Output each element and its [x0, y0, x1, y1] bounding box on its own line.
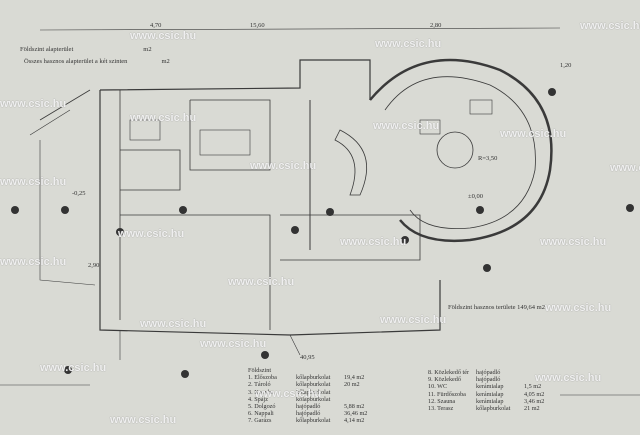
dimension-label: 15,60	[250, 22, 265, 29]
room-name: 3. Konyha	[248, 388, 274, 396]
room-legend-continued: 8. Közlekedő tér hajópadló 9. Közlekedő ha…	[428, 369, 560, 412]
room-floor: kőlapburkolat	[476, 405, 511, 413]
room-area: 3,46 m2	[524, 397, 545, 405]
watermark: www.csic.hu	[340, 236, 407, 248]
watermark: www.csic.hu	[130, 30, 197, 42]
room-area: 4,05 m2	[524, 390, 545, 398]
watermark: www.csic.hu	[0, 256, 67, 268]
walls	[0, 27, 640, 396]
legend-row: 4. Spájz kőlapburkolat	[248, 396, 380, 403]
room-legend-ground-floor: Földszint 1. Előszoba kőlapburkolat 19,4 m…	[248, 367, 380, 425]
watermark: www.csic.hu	[40, 362, 107, 374]
room-name: 4. Spájz	[248, 395, 268, 403]
legend-row: 8. Közlekedő tér hajópadló	[428, 369, 560, 376]
room-floor: hajópadló	[476, 369, 501, 376]
watermark: www.csic.hu	[200, 338, 267, 350]
legend-row: 12. Szauna kerámialap 3,46 m2	[428, 398, 560, 405]
level-markers	[11, 88, 634, 378]
room-area: 21 m2	[524, 405, 540, 413]
legend-row: 11. Fürdőszoba kerámialap 4,05 m2	[428, 391, 560, 398]
dimension-label: 2,80	[430, 22, 442, 29]
legend-row: 13. Terasz kőlapburkolat 21 m2	[428, 405, 560, 412]
watermark: www.csic.hu	[0, 176, 67, 188]
room-name: 2. Tároló	[248, 381, 271, 389]
legend-row: 5. Dolgozó hajópadló 5,88 m2	[248, 403, 380, 410]
room-name: 13. Terasz	[428, 405, 454, 413]
room-floor: kőlapburkolat	[296, 395, 331, 403]
legend-row: 10. WC kerámialap 1,5 m2	[428, 383, 560, 390]
total-area-label: Összes hasznos alapterület a két szinten	[24, 58, 128, 65]
room-name: 1. Előszoba	[248, 374, 277, 382]
room-floor: hajópadló	[476, 376, 501, 384]
room-floor: kerámialap	[476, 397, 504, 405]
watermark: www.csic.hu	[110, 414, 177, 426]
room-name: 8. Közlekedő tér	[428, 369, 470, 376]
room-area	[344, 396, 380, 403]
watermark: www.csic.hu	[540, 236, 607, 248]
room-name: 11. Fürdőszoba	[428, 390, 466, 398]
total-area-unit: m2	[161, 58, 170, 65]
room-floor: hajópadló	[296, 410, 321, 418]
room-floor: kerámialap	[476, 390, 504, 398]
watermark: www.csic.hu	[228, 276, 295, 288]
legend-row: 1. Előszoba kőlapburkolat 19,4 m2	[248, 374, 380, 381]
room-floor: kőlapburkolat	[296, 381, 331, 389]
watermark: www.csic.hu	[610, 162, 640, 174]
watermark: www.csic.hu	[118, 228, 185, 240]
room-area: 20 m2	[344, 381, 360, 389]
legend-row: 7. Garázs kőlapburkolat 4,14 m2	[248, 417, 380, 424]
room-floor: kőlapburkolat	[296, 417, 331, 425]
legend-title: Földszint	[248, 367, 272, 374]
room-area: 1,5 m2	[524, 383, 542, 391]
room-name: 9. Közlekedő	[428, 376, 461, 384]
watermark: www.csic.hu	[130, 112, 197, 124]
room-area: 5,88 m2	[344, 403, 365, 411]
watermark: www.csic.hu	[535, 372, 602, 384]
watermark: www.csic.hu	[0, 98, 67, 110]
room-name: 10. WC	[428, 383, 448, 391]
dimension-label: ±0,00	[468, 193, 483, 200]
room-name: 7. Garázs	[248, 417, 272, 425]
legend-row: 2. Tároló kőlapburkolat 20 m2	[248, 381, 380, 388]
room-floor: hajópadló	[296, 403, 321, 411]
floor-area-unit: m2	[143, 46, 152, 53]
watermark: www.csic.hu	[140, 318, 207, 330]
room-name: 5. Dolgozó	[248, 403, 276, 411]
watermark: www.csic.hu	[580, 20, 640, 32]
room-name: 12. Szauna	[428, 397, 456, 405]
floor-area-label: Földszint alapterület	[20, 46, 74, 53]
watermark: www.csic.hu	[375, 38, 442, 50]
plan-note: Földszint hasznos területe 149,64 m2	[448, 304, 545, 311]
dimension-label: 1,20	[560, 62, 572, 69]
room-area	[344, 389, 380, 396]
watermark: www.csic.hu	[255, 388, 322, 400]
watermark: www.csic.hu	[250, 160, 317, 172]
watermark: www.csic.hu	[545, 302, 612, 314]
legend-row: 9. Közlekedő hajópadló	[428, 376, 560, 383]
room-area: 19,4 m2	[344, 374, 365, 382]
room-floor: kőlapburkolat	[296, 388, 331, 396]
room-area: 36,46 m2	[344, 410, 368, 418]
floor-area-line: Földszint alapterület m2	[20, 46, 152, 53]
legend-row: 3. Konyha kőlapburkolat	[248, 389, 380, 396]
watermark: www.csic.hu	[380, 314, 447, 326]
watermark: www.csic.hu	[500, 128, 567, 140]
dimension-label: R=3,50	[478, 155, 498, 162]
room-area: 4,14 m2	[344, 417, 365, 425]
room-floor: kerámialap	[476, 383, 504, 391]
watermark: www.csic.hu	[373, 120, 440, 132]
room-name: 6. Nappali	[248, 410, 274, 418]
dimension-label: 4,70	[150, 22, 162, 29]
room-floor: kőlapburkolat	[296, 374, 331, 382]
dimension-label: 40,95	[300, 354, 315, 361]
dimension-label: 2,90	[88, 262, 100, 269]
dimension-label: -0,25	[72, 190, 86, 197]
legend-row: 6. Nappali hajópadló 36,46 m2	[248, 410, 380, 417]
total-area-line: Összes hasznos alapterület a két szinten…	[24, 58, 170, 65]
